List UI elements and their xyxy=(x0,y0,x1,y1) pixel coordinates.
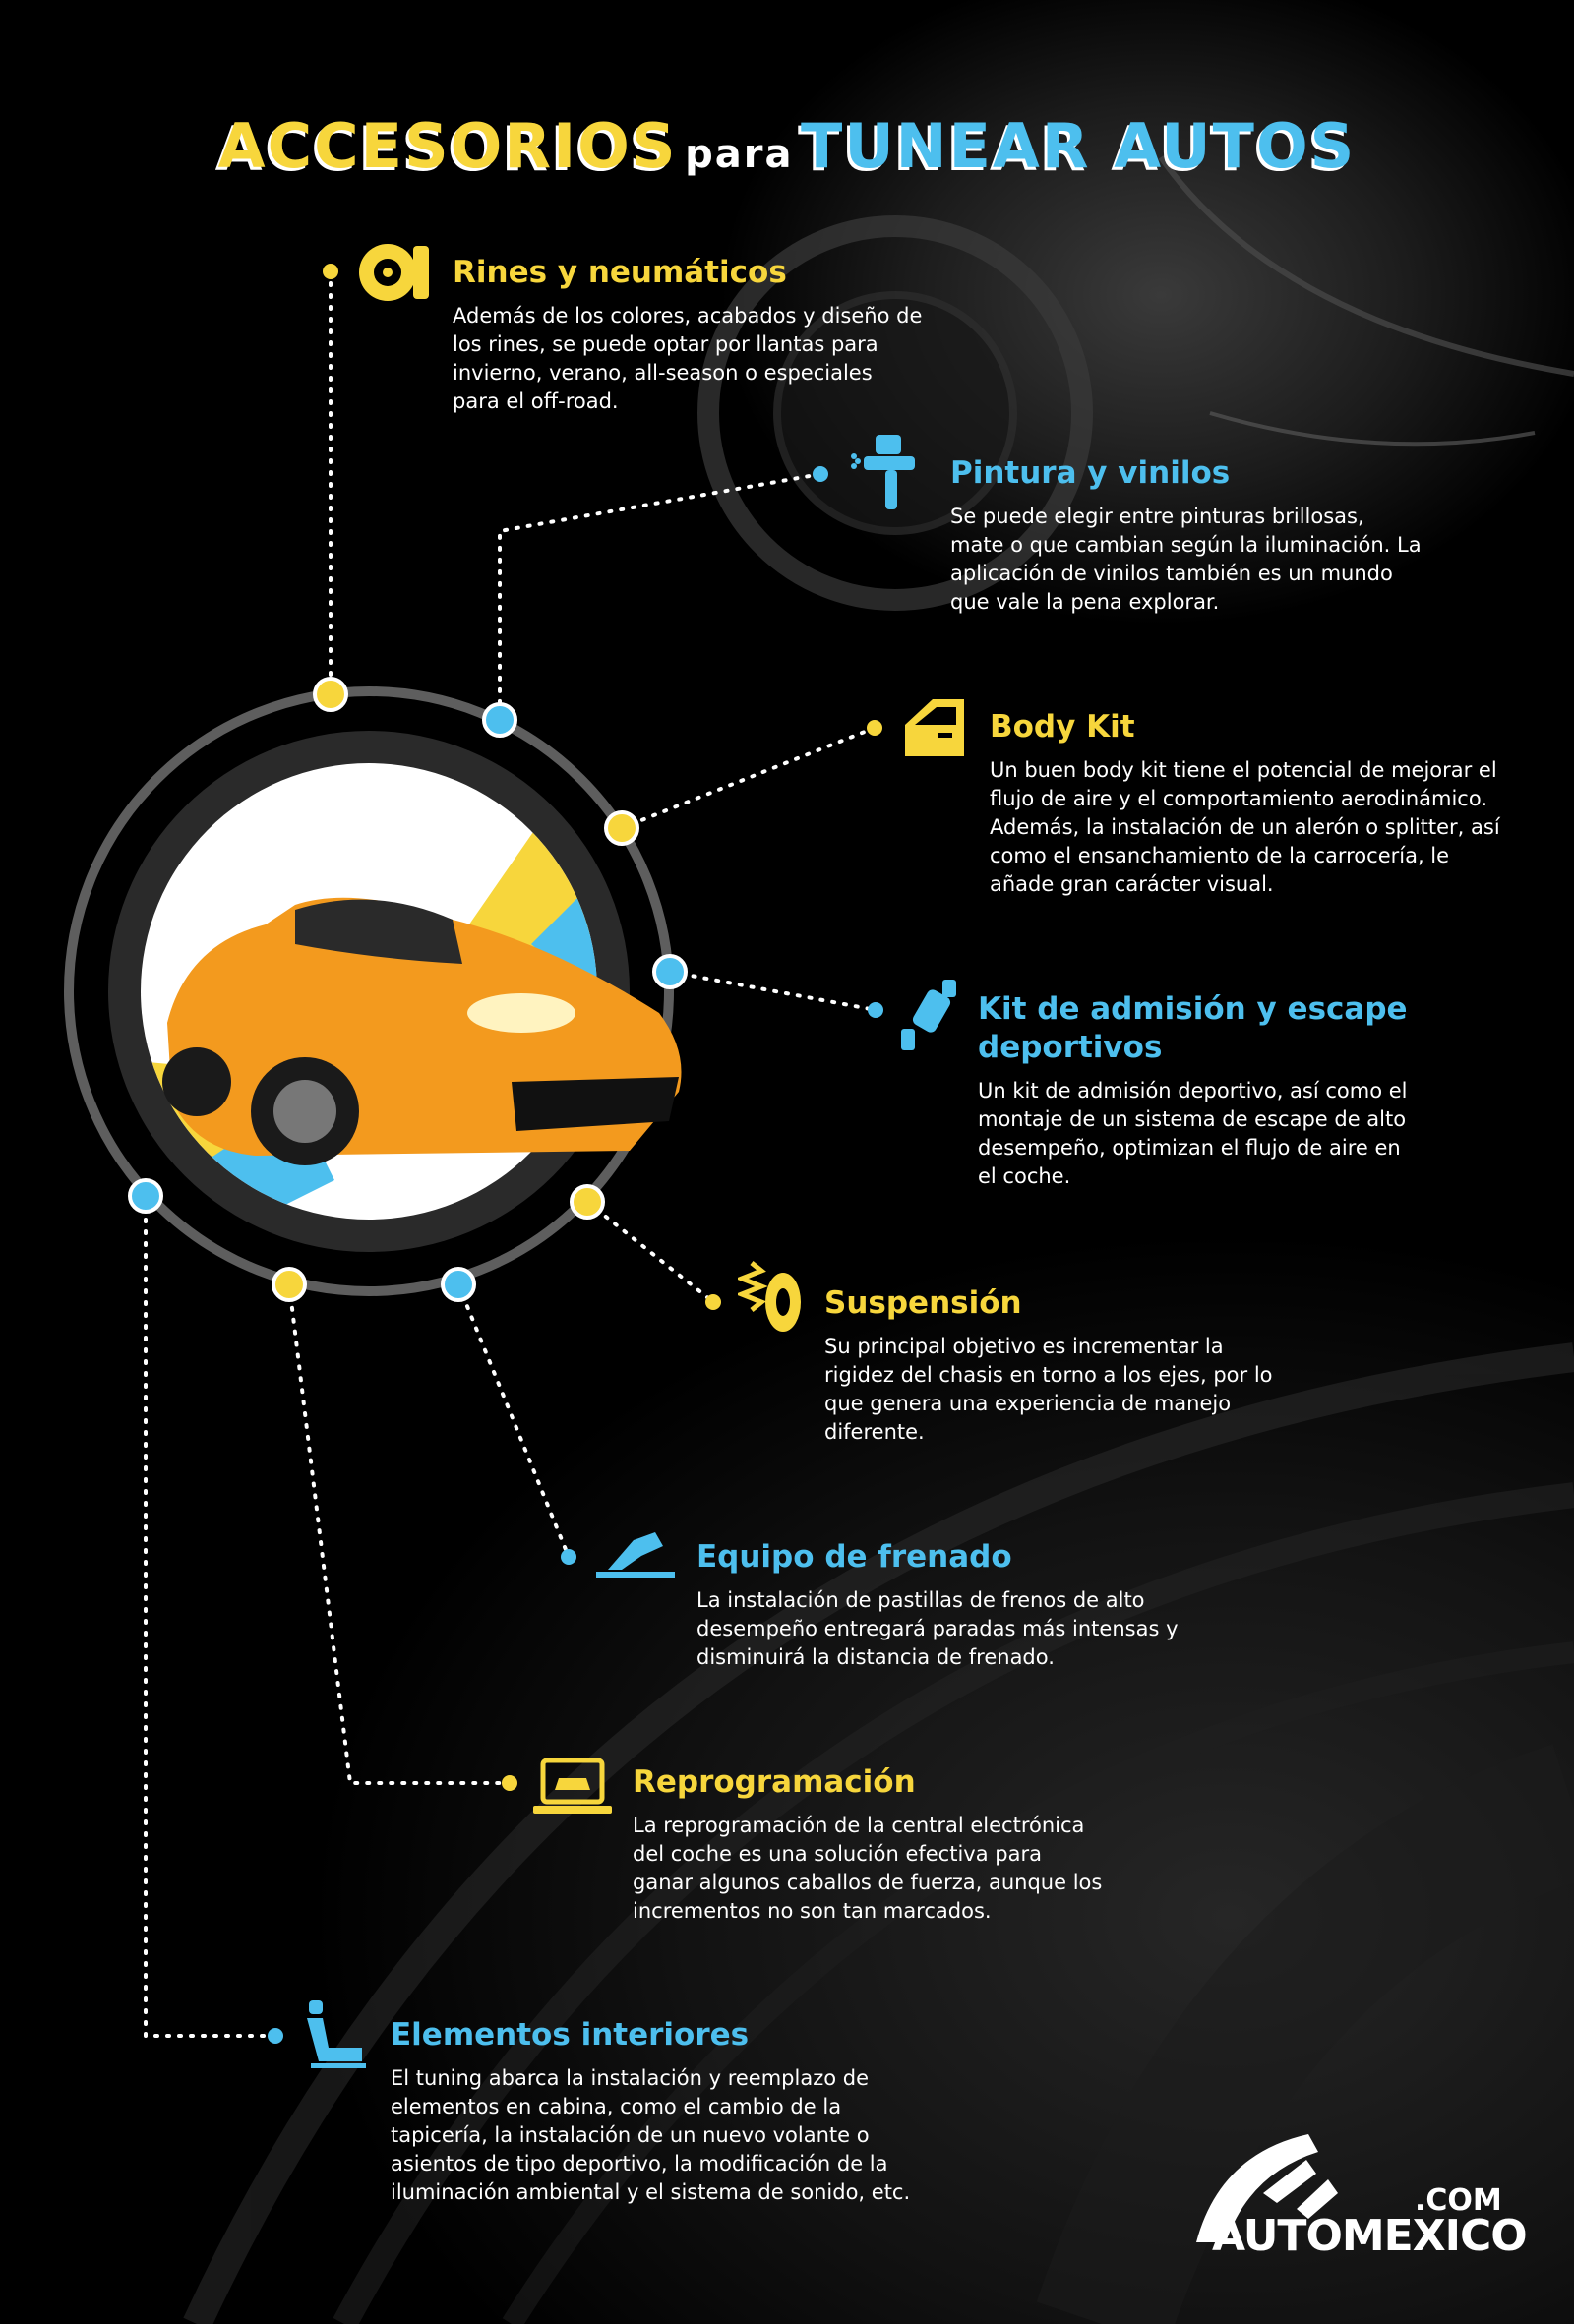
item-kit-admision-escape: Kit de admisión y escape deportivos Un k… xyxy=(978,990,1411,1191)
item-equipo-frenado: Equipo de frenado La instalación de past… xyxy=(696,1538,1208,1672)
suspension-icon xyxy=(738,1261,801,1332)
item-pintura-vinilos: Pintura y vinilos Se puede elegir entre … xyxy=(950,454,1423,617)
logo-wordmark: AUTOMEXICO xyxy=(1212,2211,1528,2261)
item-text: Un kit de admisión deportivo, así como e… xyxy=(978,1079,1408,1188)
item-text: La instalación de pastillas de frenos de… xyxy=(696,1588,1179,1669)
automexico-logo-mark xyxy=(1196,2134,1338,2242)
spray-gun-icon xyxy=(851,435,915,509)
tire-icon xyxy=(359,244,429,301)
title-word-tunear-autos: TUNEAR AUTOS xyxy=(801,110,1357,182)
item-title: Body Kit xyxy=(990,709,1135,745)
laptop-car-icon xyxy=(533,1758,612,1814)
item-text: Su principal objetivo es incrementar la … xyxy=(824,1335,1273,1444)
item-title: Reprogramación xyxy=(633,1764,916,1800)
item-text: La reprogramación de la central electrón… xyxy=(633,1814,1103,1923)
dotted-connectors xyxy=(144,269,878,2038)
item-rines-neumaticos: Rines y neumáticos Además de los colores… xyxy=(453,254,925,416)
item-title: Equipo de frenado xyxy=(696,1539,1012,1575)
exhaust-icon xyxy=(901,980,956,1050)
item-text: Se puede elegir entre pinturas brillosas… xyxy=(950,505,1422,614)
orange-sports-car xyxy=(162,897,682,1165)
item-title: Pintura y vinilos xyxy=(950,455,1231,491)
item-text: Un buen body kit tiene el potencial de m… xyxy=(990,758,1500,896)
title-word-accesorios: ACCESORIOS xyxy=(217,110,678,182)
item-title: Rines y neumáticos xyxy=(453,255,787,290)
logo-domain-suffix: .COM xyxy=(1415,2183,1502,2218)
item-title: Suspensión xyxy=(824,1285,1022,1321)
item-suspension: Suspensión Su principal objetivo es incr… xyxy=(824,1284,1297,1447)
item-text: El tuning abarca la instalación y reempl… xyxy=(391,2066,911,2204)
item-text: Además de los colores, acabados y diseño… xyxy=(453,304,923,413)
car-seat-icon xyxy=(307,2000,366,2068)
item-title: Kit de admisión y escape deportivos xyxy=(978,991,1408,1065)
car-medallion xyxy=(64,686,682,1296)
page-title: ACCESORIOS para TUNEAR AUTOS xyxy=(0,110,1574,182)
car-door-icon xyxy=(905,699,964,756)
title-word-para: para xyxy=(685,132,794,177)
item-body-kit: Body Kit Un buen body kit tiene el poten… xyxy=(990,708,1501,899)
connector-end-dots xyxy=(268,264,883,2044)
item-title: Elementos interiores xyxy=(391,2017,750,2053)
tire-background xyxy=(183,1342,1574,2324)
brake-pedal-icon xyxy=(596,1532,675,1578)
item-reprogramacion: Reprogramación La reprogramación de la c… xyxy=(633,1763,1105,1926)
car-silhouette-background xyxy=(697,155,1574,611)
item-elementos-interiores: Elementos interiores El tuning abarca la… xyxy=(391,2016,941,2207)
ring-dots xyxy=(128,677,688,1302)
